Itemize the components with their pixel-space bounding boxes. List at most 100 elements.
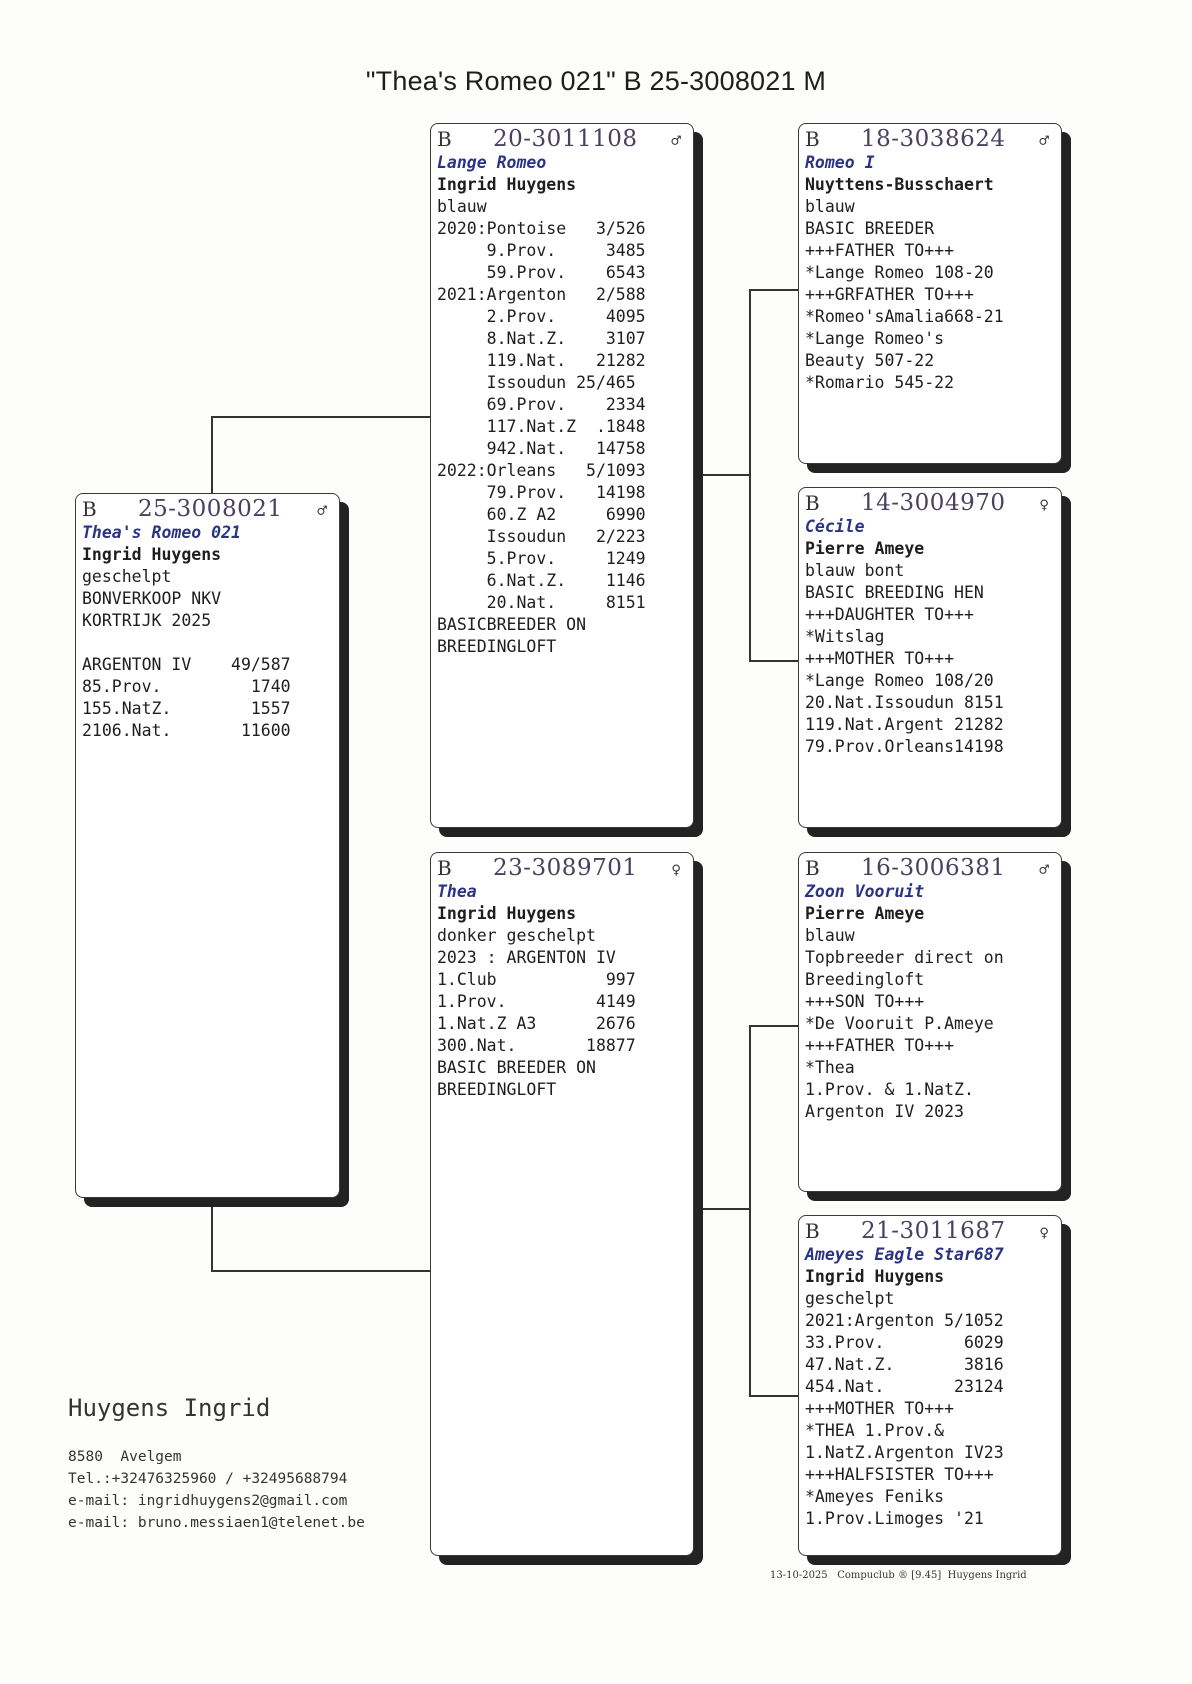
card-header: B 25-3008021 ♂ — [82, 498, 331, 522]
ring-number: 23-3089701 — [493, 855, 638, 881]
card-line: 2020:Pontoise 3/526 — [437, 219, 646, 238]
card-line: 60.Z A2 6990 — [437, 505, 646, 524]
card-line: BASIC BREEDER — [805, 219, 935, 238]
pigeon-name: Ameyes Eagle Star687 — [805, 1245, 1004, 1264]
male-symbol-icon: ♂ — [317, 501, 327, 520]
card-line: *Witslag — [805, 627, 885, 646]
connector-sire-parents — [749, 289, 751, 661]
connector-subject-sire — [211, 416, 431, 418]
owner-name: Ingrid Huygens — [82, 545, 222, 564]
card-line: +++FATHER TO+++ — [805, 241, 955, 260]
card-line: 8.Nat.Z. 3107 — [437, 329, 646, 348]
card-line: +++SON TO+++ — [805, 992, 925, 1011]
owner-name: Pierre Ameye — [805, 904, 925, 923]
card-line: Argenton IV 2023 — [805, 1102, 964, 1121]
card-line: Breedingloft — [805, 970, 925, 989]
card-line: 20.Nat. 8151 — [437, 593, 646, 612]
card-line: 20.Nat.Issoudun 8151 — [805, 693, 1004, 712]
card-line: 2022:Orleans 5/1093 — [437, 461, 646, 480]
ring-number: 20-3011108 — [493, 126, 638, 152]
pigeon-name: Lange Romeo — [437, 153, 547, 172]
ring-number: 16-3006381 — [861, 855, 1006, 881]
connector-dam-parents — [749, 1025, 799, 1027]
card-line: donker geschelpt — [437, 926, 596, 945]
card-line: 155.NatZ. 1557 — [82, 699, 291, 718]
connector-sire-parents — [749, 660, 799, 662]
female-symbol-icon: ♀ — [1039, 1223, 1049, 1242]
owner-name: Ingrid Huygens — [805, 1267, 945, 1286]
card-line: +++HALFSISTER TO+++ — [805, 1465, 994, 1484]
card-line: 9.Prov. 3485 — [437, 241, 646, 260]
owner-name: Pierre Ameye — [805, 539, 925, 558]
country-code: B — [805, 491, 820, 515]
card-line: 79.Prov.Orleans14198 — [805, 737, 1004, 756]
connector-dam-parents — [749, 1395, 799, 1397]
card-line: BREEDINGLOFT — [437, 1080, 557, 1099]
card-line: 2.Prov. 4095 — [437, 307, 646, 326]
breeder-email-2: e-mail: bruno.messiaen1@telenet.be — [68, 1515, 365, 1531]
card-line: geschelpt — [82, 567, 172, 586]
card-line: blauw — [805, 197, 855, 216]
breeder-name: Huygens Ingrid — [68, 1394, 271, 1422]
card-line: 33.Prov. 6029 — [805, 1333, 1004, 1352]
card-line — [82, 632, 331, 654]
card-line: 1.Prov.Limoges '21 — [805, 1509, 984, 1528]
country-code: B — [82, 497, 97, 521]
country-code: B — [437, 856, 452, 880]
card-line: Issoudun 25/465 — [437, 373, 636, 392]
card-line: *Ameyes Feniks — [805, 1487, 945, 1506]
card-line: *De Vooruit P.Ameye — [805, 1014, 994, 1033]
connector-subject-dam — [211, 1205, 213, 1271]
card-line: BREEDINGLOFT — [437, 637, 557, 656]
breeder-address: 8580 Avelgem — [68, 1449, 182, 1465]
card-line: *Lange Romeo's — [805, 329, 945, 348]
breeder-email-1: e-mail: ingridhuygens2@gmail.com — [68, 1493, 348, 1509]
male-symbol-icon: ♂ — [1039, 131, 1049, 150]
owner-name: Ingrid Huygens — [437, 175, 577, 194]
pigeon-name: Thea's Romeo 021 — [82, 523, 241, 542]
card-line: blauw — [805, 926, 855, 945]
card-line: 1.Nat.Z A3 2676 — [437, 1014, 636, 1033]
card-line: 79.Prov. 14198 — [437, 483, 646, 502]
card-line: Topbreeder direct on — [805, 948, 1004, 967]
card-line: 2106.Nat. 11600 — [82, 721, 291, 740]
card-line: *Thea — [805, 1058, 855, 1077]
card-line: +++MOTHER TO+++ — [805, 649, 955, 668]
country-code: B — [437, 127, 452, 151]
country-code: B — [805, 1219, 820, 1243]
card-line: KORTRIJK 2025 — [82, 611, 212, 630]
print-credit: 13-10-2025 Compuclub ® [9.45] Huygens In… — [770, 1570, 1027, 1581]
card-line: 1.NatZ.Argenton IV23 — [805, 1443, 1004, 1462]
card-line: 119.Nat. 21282 — [437, 351, 646, 370]
card-line: +++DAUGHTER TO+++ — [805, 605, 974, 624]
card-line: 1.Club 997 — [437, 970, 636, 989]
card-line: 2021:Argenton 2/588 — [437, 285, 646, 304]
card-line: BASIC BREEDER ON — [437, 1058, 596, 1077]
card-line: 942.Nat. 14758 — [437, 439, 646, 458]
card-line: *Lange Romeo 108-20 — [805, 263, 994, 282]
connector-subject-dam — [211, 1270, 431, 1272]
pigeon-name: Zoon Vooruit — [805, 882, 925, 901]
ring-number: 25-3008021 — [138, 496, 283, 522]
card-line: BASIC BREEDING HEN — [805, 583, 984, 602]
connector-sire-parents — [702, 474, 750, 476]
country-code: B — [805, 856, 820, 880]
card-line: BASICBREEDER ON — [437, 615, 587, 634]
card-line: 47.Nat.Z. 3816 — [805, 1355, 1004, 1374]
card-line: 117.Nat.Z .1848 — [437, 417, 646, 436]
card-line: +++MOTHER TO+++ — [805, 1399, 955, 1418]
card-line: ARGENTON IV 49/587 — [82, 655, 291, 674]
card-line: 85.Prov. 1740 — [82, 677, 291, 696]
ring-number: 18-3038624 — [861, 126, 1006, 152]
ring-number: 21-3011687 — [861, 1218, 1006, 1244]
card-line: geschelpt — [805, 1289, 895, 1308]
card-line: 119.Nat.Argent 21282 — [805, 715, 1004, 734]
card-line: 6.Nat.Z. 1146 — [437, 571, 646, 590]
card-line: *Romeo'sAmalia668-21 — [805, 307, 1004, 326]
